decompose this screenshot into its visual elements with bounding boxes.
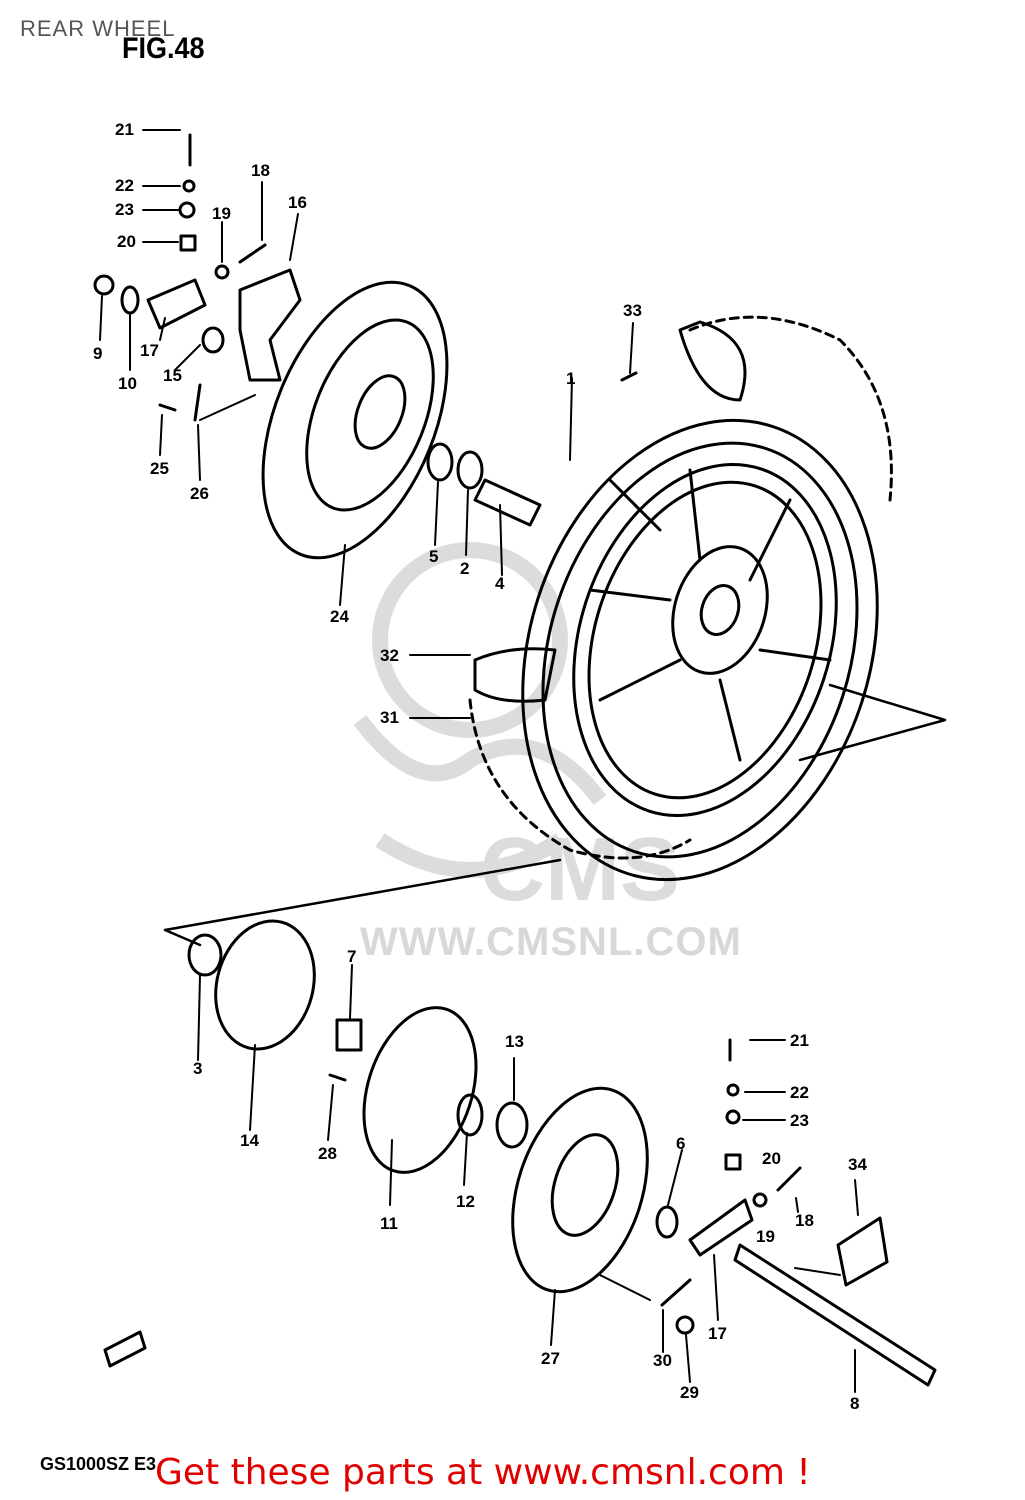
collar-15	[201, 326, 225, 354]
callout-17: 17	[140, 341, 159, 360]
sprocket-inner	[550, 1133, 620, 1237]
sprocket-mounting-drum-11	[362, 1006, 478, 1174]
callout-13: 13	[505, 1032, 524, 1051]
callout-28: 28	[318, 1144, 337, 1163]
callout-23: 23	[115, 200, 134, 219]
callout-15: 15	[163, 366, 182, 385]
callout-2: 2	[460, 559, 470, 578]
page-title: REAR WHEEL	[20, 16, 176, 41]
cta-link[interactable]: Get these parts at www.cmsnl.com !	[155, 1452, 811, 1493]
callout-10: 10	[118, 374, 137, 393]
watermark-logo	[353, 542, 607, 878]
chain-adjuster-17	[146, 278, 207, 330]
callout-33: 33	[623, 301, 642, 320]
bolt-25	[158, 403, 177, 412]
callout-19b: 19	[756, 1227, 775, 1246]
callout-9: 9	[93, 344, 103, 363]
model-code: GS1000SZ E3	[40, 1454, 157, 1474]
callout-18: 18	[251, 161, 270, 180]
callout-24: 24	[330, 607, 349, 626]
oil-seal-13	[495, 1101, 529, 1149]
leader-lines	[99, 129, 859, 1393]
callout-22: 22	[115, 176, 134, 195]
nut-20	[179, 234, 197, 252]
bearing-right	[456, 450, 484, 490]
callout-17b: 17	[708, 1324, 727, 1343]
nut-9	[93, 274, 115, 296]
washer-22	[182, 179, 196, 193]
callout-7: 7	[347, 947, 357, 966]
callout-16: 16	[288, 193, 307, 212]
bolt-18b	[776, 1166, 802, 1192]
callout-27: 27	[541, 1349, 560, 1368]
axle-8	[733, 1243, 937, 1387]
lock-washer-26	[193, 383, 202, 422]
callout-1: 1	[566, 369, 576, 388]
spacer-6	[655, 1205, 679, 1239]
washer-23b	[725, 1109, 741, 1125]
callout-31: 31	[380, 708, 399, 727]
callout-20b: 20	[762, 1149, 781, 1168]
bolt-28	[328, 1073, 347, 1082]
washer-23	[178, 201, 196, 219]
callout-4: 4	[495, 574, 505, 593]
callout-20: 20	[117, 232, 136, 251]
callout-8: 8	[850, 1394, 860, 1413]
callout-29: 29	[680, 1383, 699, 1402]
callout-11: 11	[380, 1214, 398, 1233]
nut-29	[675, 1315, 695, 1335]
callout-14: 14	[240, 1131, 259, 1150]
callout-5: 5	[429, 547, 439, 566]
bearing-12	[456, 1093, 484, 1137]
callout-3: 3	[193, 1059, 203, 1078]
collar-19	[214, 264, 230, 280]
callout-32: 32	[380, 646, 399, 665]
bolt-18	[238, 243, 267, 264]
spacer-7	[335, 1018, 363, 1052]
brake-disc	[261, 280, 449, 560]
bolt-33	[620, 371, 638, 382]
callout-12: 12	[456, 1192, 475, 1211]
callout-21: 21	[115, 120, 134, 139]
callout-19: 19	[212, 204, 231, 223]
callout-6: 6	[676, 1134, 686, 1153]
sprocket-27	[511, 1086, 649, 1294]
bearing-3	[187, 933, 223, 977]
callout-22b: 22	[790, 1083, 809, 1102]
watermark-url: WWW.CMSNL.COM	[360, 920, 742, 964]
callout-18b: 18	[795, 1211, 814, 1230]
bearing-left	[426, 442, 454, 482]
washer-22b	[726, 1083, 740, 1097]
washer-10	[120, 285, 140, 315]
watermark-logo-text: CMS	[480, 820, 680, 920]
centerline-upper	[798, 683, 947, 762]
callout-21b: 21	[790, 1031, 809, 1050]
callout-25: 25	[150, 459, 169, 478]
corner-mark	[103, 1330, 147, 1368]
callout-23b: 23	[790, 1111, 809, 1130]
caliper-bracket	[238, 268, 302, 382]
collar-19b	[752, 1192, 768, 1208]
cush-drive-14	[214, 919, 316, 1051]
callout-30: 30	[653, 1351, 672, 1370]
rear-wheel-assembly	[468, 315, 893, 882]
chain-adjuster-17b	[688, 1198, 754, 1257]
callout-26: 26	[190, 484, 209, 503]
figure-label: FIG.48	[122, 32, 205, 65]
label-34	[836, 1216, 889, 1287]
lock-washer-30	[660, 1278, 692, 1307]
callout-34: 34	[848, 1155, 867, 1174]
nut-20b	[724, 1153, 742, 1171]
spacer	[473, 478, 542, 527]
